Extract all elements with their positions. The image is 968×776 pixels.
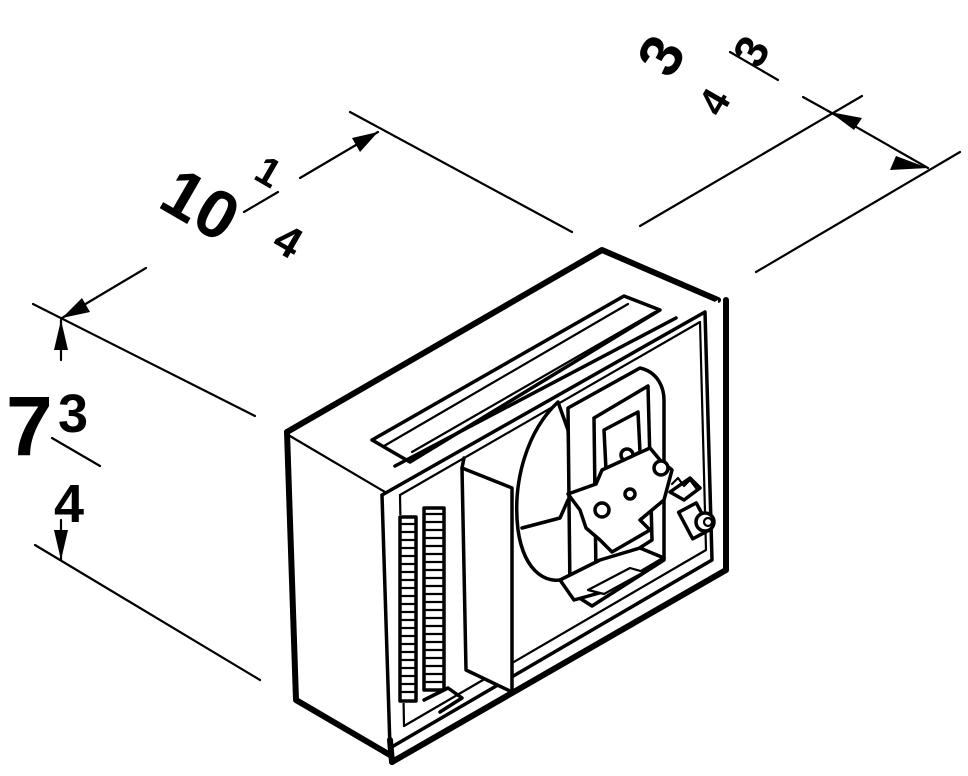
depth-denominator: 4 [690,81,740,123]
flange-corner [387,737,395,765]
flange-outer-edge [389,297,729,765]
width-extension-line-right [348,110,574,234]
mount-bolt-left [593,501,611,519]
flange-inner-frame [380,310,714,750]
top-rail [370,294,678,468]
heating-element [398,505,464,714]
height-dimension: 7 3 4 [6,318,262,682]
height-fraction-bar [50,436,102,468]
element-base [422,686,464,714]
width-numerator: 1 [248,148,289,197]
width-denominator: 4 [265,214,311,269]
thermostat-control [668,476,716,541]
top-rail-groove [410,310,657,454]
height-whole: 7 [6,379,53,473]
fins [399,512,445,694]
depth-fraction-bar [728,50,780,82]
top-rail-front-lip [393,316,678,468]
arrow-head-icon [54,320,68,350]
bracket-foot [558,546,666,602]
fin-column-left [398,515,418,703]
motor-bracket [558,366,674,608]
depth-numerator: 3 [722,27,780,75]
top-rail-groove [382,302,630,448]
depth-whole: 3 [624,24,699,86]
top-rail-outline [370,294,662,464]
baffle-top [460,456,466,470]
cross-plate [566,446,674,554]
arrow-head-icon [62,298,90,318]
arrow-head-icon [830,112,862,130]
width-whole: 10 [149,153,253,257]
height-denominator: 4 [54,474,84,534]
mount-bolt-right [652,459,670,477]
height-extension-line-bottom [33,543,262,682]
baffle-panel [460,456,514,694]
height-numerator: 3 [58,384,88,444]
bracket-foot-slot [586,566,646,596]
center-hole [623,487,637,501]
depth-extension-line-back [638,94,864,228]
arrow-head-icon [890,156,928,170]
fan-blade-edge [520,498,570,530]
housing-left-edge [284,429,393,758]
baffle-outline [460,466,514,694]
fin-column-right [422,506,446,692]
housing-top-crease [288,434,387,494]
depth-tick [801,95,832,114]
width-fraction-bar [242,190,280,214]
gear-teeth [670,476,698,490]
arrow-head-icon [352,132,378,152]
depth-dimension: 3 3 4 [624,24,962,274]
width-extension-line-left [31,302,257,418]
housing-top-edge [284,247,721,435]
depth-extension-line-front [754,150,962,274]
control-knob-center [702,516,714,528]
arrow-head-icon [54,530,68,560]
